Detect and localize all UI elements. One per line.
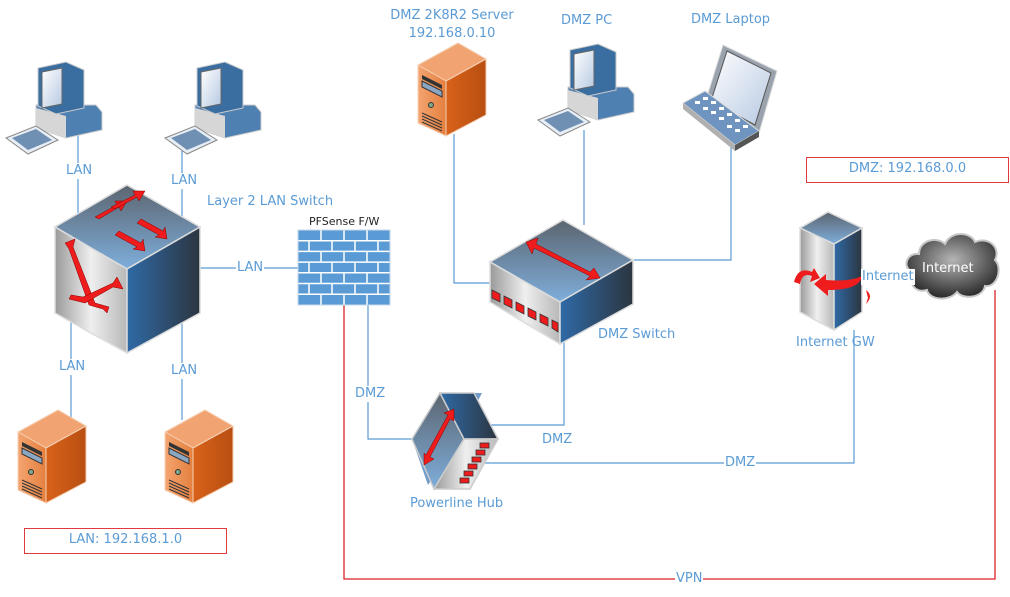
lan-switch-label: Layer 2 LAN Switch	[207, 194, 334, 209]
link-label-lan-firewall: LAN	[236, 260, 265, 277]
link-label-internet: Internet	[861, 269, 915, 286]
internet-gw-icon[interactable]	[794, 211, 870, 332]
link-label-dmz-hub-gw: DMZ	[724, 455, 757, 472]
link-label-lan-pc2: LAN	[170, 173, 199, 190]
link-powerline-hub-internet-gw	[484, 330, 855, 464]
link-label-dmz-firewall-hub: DMZ	[354, 386, 387, 403]
link-dmz-switch-powerline-hub	[490, 342, 565, 426]
internet-cloud-icon[interactable]	[905, 233, 1000, 300]
dmz-server-label-line2: 192.168.0.10	[408, 26, 496, 41]
lan-pc-2-icon[interactable]	[163, 61, 262, 155]
pfsense-firewall-icon[interactable]	[297, 229, 391, 306]
link-label-dmz-switch-hub: DMZ	[541, 432, 574, 449]
dmz-pc-label: DMZ PC	[561, 13, 613, 28]
lan-network-box: LAN: 192.168.1.0	[24, 528, 227, 554]
link-dmz-server-dmz-switch	[453, 134, 492, 284]
powerline-hub-label: Powerline Hub	[410, 496, 504, 511]
link-vpn	[343, 290, 996, 580]
link-dmz-laptop-dmz-switch	[628, 134, 732, 261]
link-firewall-powerline-hub	[367, 305, 416, 440]
internet-gw-label: Internet GW	[796, 335, 875, 350]
layer2-lan-switch-icon[interactable]	[53, 184, 202, 355]
dmz-server-icon[interactable]	[416, 42, 488, 137]
dmz-laptop-icon[interactable]	[682, 44, 778, 151]
dmz-laptop-label: DMZ Laptop	[691, 12, 771, 27]
dmz-switch-label: DMZ Switch	[598, 327, 676, 342]
firewall-label: PFSense F/W	[309, 215, 380, 228]
link-label-lan-server1: LAN	[58, 359, 87, 376]
dmz-server-label-line1: DMZ 2K8R2 Server	[390, 8, 514, 23]
link-label-lan-server2: LAN	[170, 363, 199, 380]
dmz-network-box: DMZ: 192.168.0.0	[806, 157, 1009, 183]
dmz-pc-icon[interactable]	[536, 43, 635, 137]
lan-pc-1-icon[interactable]	[4, 61, 103, 155]
lan-server-2-icon[interactable]	[163, 409, 235, 504]
internet-cloud-label: Internet	[922, 261, 974, 276]
link-label-vpn: VPN	[675, 571, 704, 588]
link-label-lan-pc1: LAN	[65, 163, 94, 180]
dmz-switch-icon[interactable]	[488, 219, 635, 346]
lan-server-1-icon[interactable]	[16, 409, 88, 504]
powerline-hub-icon[interactable]	[411, 391, 500, 491]
